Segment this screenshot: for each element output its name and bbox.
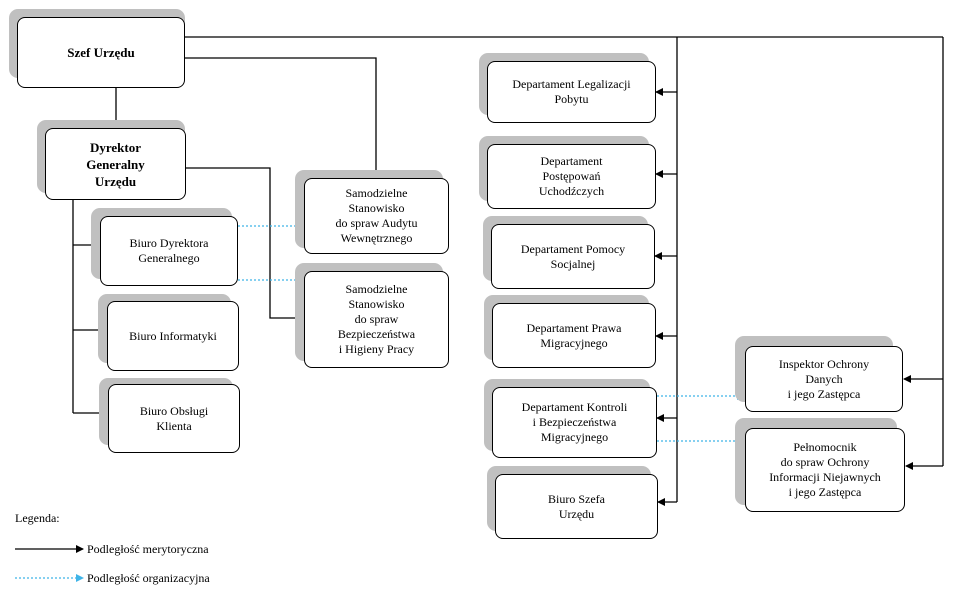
node-audyt: Samodzielne Stanowisko do spraw Audytu W…	[304, 178, 449, 254]
connector-dyrektor-bhp	[185, 167, 305, 322]
node-dep-prawa: Departament Prawa Migracyjnego	[492, 303, 656, 368]
node-biuro-dyrektora: Biuro Dyrektora Generalnego	[100, 216, 238, 286]
node-dep-uchodzczych: Departament Postępowań Uchodźczych	[487, 144, 656, 209]
node-bhp: Samodzielne Stanowisko do spraw Bezpiecz…	[304, 271, 449, 368]
node-biuro-szefa: Biuro Szefa Urzędu	[495, 474, 658, 539]
node-szef-urzedu: Szef Urzędu	[17, 17, 185, 88]
legend-substantive-label: Podległość merytoryczna	[87, 542, 209, 556]
node-biuro-obslugi-klienta: Biuro Obsługi Klienta	[108, 384, 240, 453]
node-pelnomocnik: Pełnomocnik do spraw Ochrony Informacji …	[745, 428, 905, 512]
legend-title: Legenda:	[15, 511, 60, 525]
node-biuro-informatyki: Biuro Informatyki	[107, 301, 239, 371]
connector-szef-audyt	[185, 57, 380, 178]
node-dep-pomocy: Departament Pomocy Socjalnej	[491, 224, 655, 289]
node-dep-legalizacji: Departament Legalizacji Pobytu	[487, 61, 656, 123]
legend-organizational-label: Podległość organizacyjna	[87, 571, 210, 585]
node-dep-kontroli: Departament Kontroli i Bezpieczeństwa Mi…	[492, 387, 657, 458]
node-dyrektor-generalny: Dyrektor Generalny Urzędu	[45, 128, 186, 200]
node-inspektor-ochrony-danych: Inspektor Ochrony Danych i jego Zastępca	[745, 346, 903, 412]
